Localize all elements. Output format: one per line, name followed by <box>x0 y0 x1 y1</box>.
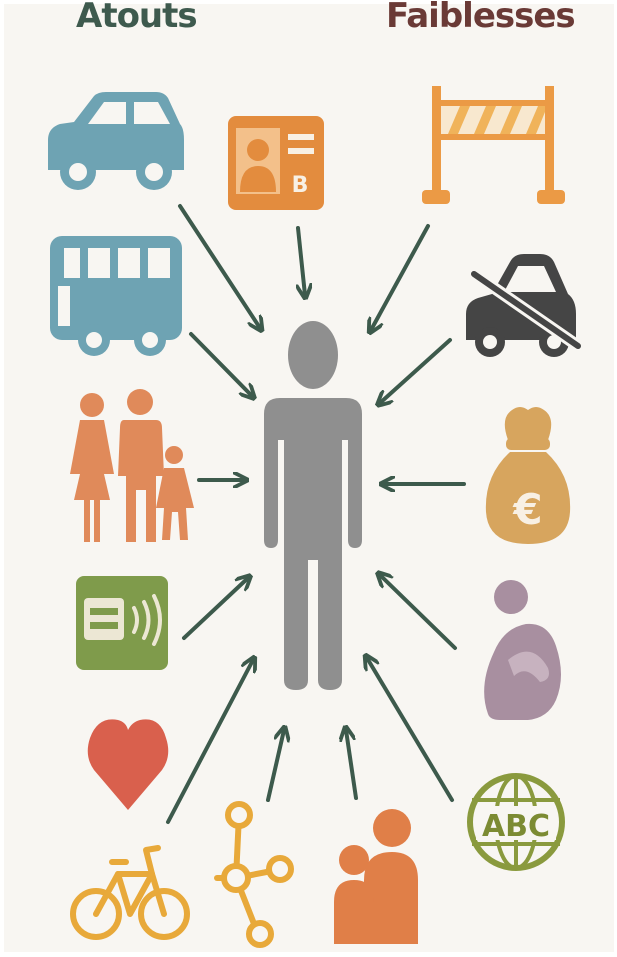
strengths-heading: Atouts <box>76 0 198 36</box>
car-icon <box>48 92 184 190</box>
weaknesses-heading: Faiblesses <box>386 0 576 36</box>
globe-text: ABC <box>482 809 550 844</box>
bicycle-icon <box>70 845 190 940</box>
heart-icon <box>87 719 169 810</box>
bus-icon <box>50 236 182 356</box>
arrow-parent-child <box>346 730 358 800</box>
no-car-icon <box>466 254 584 357</box>
arrow-language <box>367 658 454 802</box>
arrow-car <box>178 204 260 328</box>
arrows <box>166 204 466 824</box>
network-icon <box>214 801 294 948</box>
road-barrier-icon <box>422 86 565 204</box>
central-person-icon <box>264 321 362 690</box>
money-bag-icon: € <box>485 407 571 544</box>
arrow-barrier <box>371 224 430 330</box>
contactless-card-icon <box>76 576 168 670</box>
arrow-distress <box>380 575 457 650</box>
arrow-network <box>266 730 284 802</box>
language-globe-icon: ABC <box>467 773 565 871</box>
arrow-no-car <box>380 338 452 403</box>
driving-license-icon: B <box>228 116 324 210</box>
license-letter: B <box>292 173 309 198</box>
parent-child-icon <box>334 809 418 944</box>
euro-symbol: € <box>512 485 542 534</box>
arrow-bus <box>189 332 252 396</box>
arrow-card <box>182 578 248 640</box>
family-icon <box>70 389 194 542</box>
arrow-license <box>298 226 305 295</box>
distressed-person-icon <box>484 580 561 720</box>
arrow-bicycle <box>166 660 253 824</box>
